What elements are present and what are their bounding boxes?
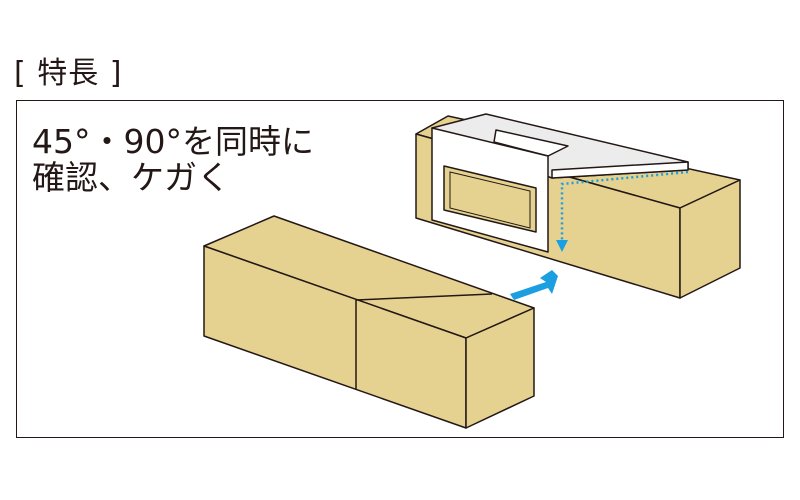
marking-line-90 — [560, 170, 689, 242]
direction-arrow — [510, 270, 558, 300]
lumber-with-tool — [415, 113, 741, 299]
square-tool-blade-edge — [551, 161, 689, 179]
caption-line-1: 45°・90°を同時に — [32, 122, 314, 161]
square-tool-window — [443, 165, 537, 233]
feature-panel — [16, 100, 784, 438]
caption-line-2: 確認、ケガく — [32, 158, 230, 197]
square-tool-window-inner — [449, 171, 531, 229]
marking-line-arrowhead — [556, 240, 568, 252]
feature-caption: 45°・90°を同時に 確認、ケガく — [32, 124, 314, 196]
marking-line-45 — [355, 293, 493, 301]
lumber-marked — [203, 215, 535, 429]
lumber-left-end — [465, 307, 535, 429]
lumber-right-end — [679, 179, 741, 299]
section-header: [ 特長 ] — [14, 56, 123, 91]
